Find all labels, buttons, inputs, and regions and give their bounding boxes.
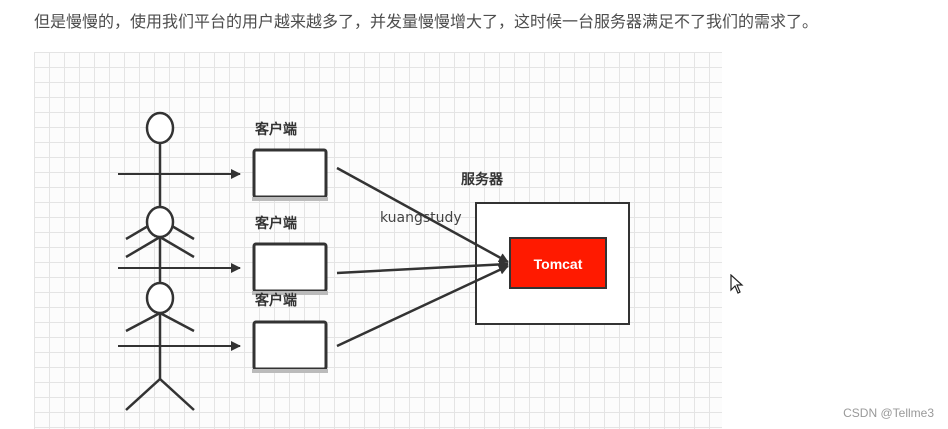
architecture-diagram: 客户端 客户端 客户端 服务器 Tomcat kuangstudy: [34, 52, 722, 429]
mouse-cursor-icon: [730, 274, 744, 294]
arrow-client-3-to-tomcat: [336, 264, 509, 348]
tomcat-label: Tomcat: [534, 256, 583, 272]
client-label-3: 客户端: [254, 292, 297, 309]
tomcat-box: [509, 237, 607, 289]
arrow-client-1-to-tomcat: [336, 166, 509, 264]
intro-paragraph: 但是慢慢的，使用我们平台的用户越来越多了，并发量慢慢增大了，这时候一台服务器满足…: [34, 12, 819, 31]
arrow-client-2-to-tomcat: [336, 259, 509, 275]
footer-credit: CSDN @Tellme3: [843, 406, 934, 420]
user-figure-3: [125, 281, 195, 411]
client-3: [252, 320, 328, 373]
diagram-canvas: 客户端 客户端 客户端 服务器 Tomcat kuangstudy: [118, 111, 630, 411]
server-label: 服务器: [461, 171, 504, 188]
user-figure-2: [125, 205, 195, 284]
watermark-text: kuangstudy: [380, 210, 462, 226]
client-label-1: 客户端: [254, 121, 297, 138]
client-2: [252, 242, 328, 295]
client-1: [252, 148, 328, 201]
client-label-2: 客户端: [254, 215, 297, 232]
